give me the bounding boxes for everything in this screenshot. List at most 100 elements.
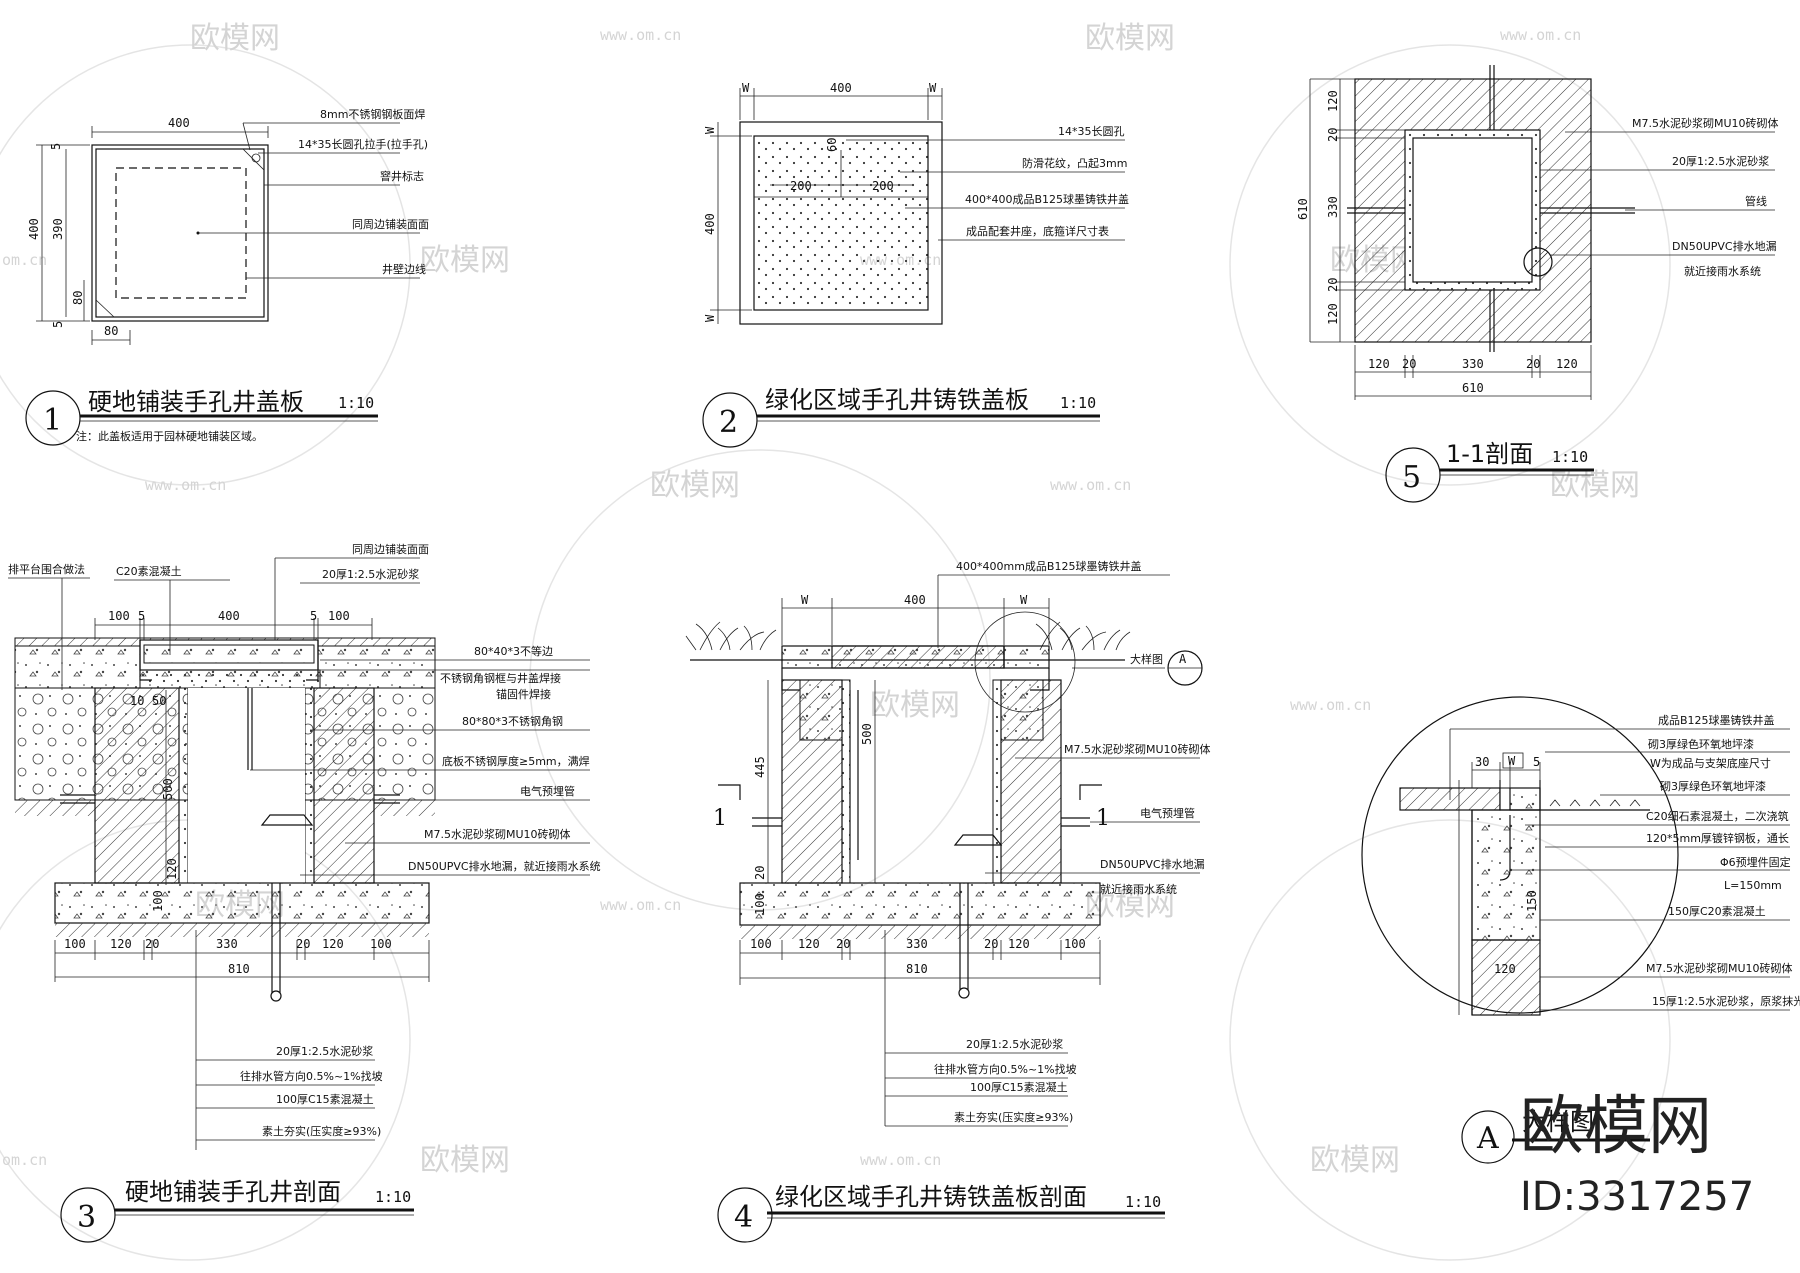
d3-bottom-label-3: 素土夯实(压实度≥93%) [262, 1124, 381, 1138]
d3-bottom-label-2: 100厚C15素混凝土 [276, 1092, 374, 1106]
d5-label-1: 20厚1:2.5水泥砂浆 [1672, 154, 1769, 168]
d3-left-dim-1: 50 [152, 694, 166, 708]
d4-left-dim-0: 445 [753, 756, 767, 778]
d4-left-dim-3: 100 [753, 893, 767, 915]
d3-bottom-dim-3: 330 [216, 937, 238, 951]
watermark-7: 欧模网 [870, 688, 960, 723]
d4-section-mark-left: 1 [713, 806, 727, 831]
watermark-5: 欧模网 [650, 468, 740, 503]
d2-dim-w-bottom: W [703, 314, 717, 322]
d4-side-label-3: DN50UPVC排水地漏 [1100, 857, 1205, 871]
watermark-url-5: www.om.cn [145, 476, 226, 494]
d5-number: 5 [1402, 460, 1421, 495]
d4-bottom-dim-5: 120 [1008, 937, 1030, 951]
d3-side-label-5: 电气预埋管 [520, 784, 575, 798]
d4-scale: 1:10 [1125, 1193, 1161, 1211]
d5-vdim-2: 330 [1326, 196, 1340, 218]
d4-bottom-label-2: 100厚C15素混凝土 [970, 1080, 1068, 1094]
d1-label-1: 14*35长圆孔拉手(拉手孔) [298, 137, 428, 151]
brand-name: 欧模网 [1520, 1090, 1712, 1164]
watermark-url-1: www.om.cn [600, 26, 681, 44]
d2-scale: 1:10 [1060, 394, 1096, 412]
d1-label-4: 井壁边线 [382, 262, 426, 276]
dA-label-8: 150厚C20素混凝土 [1668, 904, 1766, 918]
dA-label-1: 砌3厚绿色环氧地坪漆 [1648, 737, 1754, 751]
detail-4-green-section: A 大样图 1 1 400*400mm成品B125球墨铸铁井盖 W 400 W … [685, 559, 1211, 1243]
d5-hdim-4: 120 [1556, 357, 1578, 371]
d4-side-label-1: M7.5水泥砂浆砌MU10砖砌体 [1064, 742, 1211, 756]
d4-top-dim-0: W [801, 593, 809, 607]
grass-left [685, 621, 777, 651]
d5-label-4: 就近接雨水系统 [1684, 264, 1761, 278]
d4-top-dim-1: 400 [904, 593, 926, 607]
d2-label-0: 14*35长圆孔 [1058, 125, 1125, 138]
d3-side-label-0: 80*40*3不等边 [474, 644, 553, 658]
d3-left-dim-3: 100 [151, 890, 165, 912]
watermark-6: 欧模网 [1550, 468, 1640, 503]
d1-dim-top: 400 [168, 116, 190, 130]
brand-id: ID:3317257 [1520, 1174, 1754, 1220]
d1-dim-h2: 390 [51, 218, 65, 240]
detail-3-hard-section: 排平台围合做法 C20素混凝土 同周边铺装面面 20厚1:2.5水泥砂浆 100… [8, 543, 601, 1243]
dA-label-7: L=150mm [1724, 879, 1782, 892]
d1-dim-v80: 80 [71, 291, 85, 305]
d4-section-mark-right: 1 [1096, 806, 1110, 831]
d3-bottom-label-1: 往排水管方向0.5%~1%找坡 [240, 1069, 383, 1083]
d2-number: 2 [719, 405, 738, 440]
d5-vdim-3: 20 [1326, 278, 1340, 292]
d3-left-dim-4: 120 [165, 858, 179, 880]
d1-number: 1 [43, 403, 62, 438]
d4-number: 4 [734, 1200, 753, 1235]
d3-side-label-6: M7.5水泥砂浆砌MU10砖砌体 [424, 827, 571, 841]
d2-dim-a: 200 [790, 179, 812, 193]
d4-bottom-dim-0: 100 [750, 937, 772, 951]
d3-bottom-dim-2: 20 [145, 937, 159, 951]
d5-hdim-1: 20 [1402, 357, 1416, 371]
d5-vtotal: 610 [1296, 198, 1310, 220]
d3-side-label-3: 80*80*3不锈钢角钢 [462, 715, 563, 728]
d4-bottom-label-0: 20厚1:2.5水泥砂浆 [966, 1037, 1063, 1051]
d4-top-label: 400*400mm成品B125球墨铸铁井盖 [956, 559, 1141, 573]
dA-dim-3: 150 [1525, 890, 1539, 912]
d1-label-2: 窨井标志 [380, 169, 424, 183]
d3-bottom-dim-0: 100 [64, 937, 86, 951]
d5-hdim-2: 330 [1462, 357, 1484, 371]
d3-top-label-1: C20素混凝土 [116, 564, 182, 578]
watermark-3: 欧模网 [420, 243, 510, 278]
d3-left-dim-0: 10 [130, 694, 144, 708]
d3-top-label-2: 同周边铺装面面 [352, 543, 429, 556]
d2-label-3: 成品配套井座，底箍详尺寸表 [966, 224, 1109, 238]
d1-scale: 1:10 [338, 394, 374, 412]
d5-vdim-4: 120 [1326, 303, 1340, 325]
dA-dim-2: 5 [1533, 755, 1540, 769]
d1-note: 注：此盖板适用于园林硬地铺装区域。 [76, 429, 263, 443]
d2-dim-side: 400 [703, 213, 717, 235]
d3-side-label-2: 锚固件焊接 [496, 687, 551, 701]
dA-dim-0: 30 [1475, 755, 1489, 769]
detail-2-castiron-plan: W 400 W 400 W W 200 200 60 14*35长圆孔 防滑花纹… [702, 81, 1129, 448]
d2-label-1: 防滑花纹，凸起3mm [1022, 156, 1127, 170]
d1-label-0: 8mm不锈钢钢板面焊 [320, 107, 425, 121]
d1-dim-h1: 400 [27, 218, 41, 240]
d1-dim-s2: 5 [51, 321, 65, 328]
d3-title: 硬地铺装手孔井剖面 [125, 1178, 341, 1206]
dA-label-10: 15厚1:2.5水泥砂浆，原浆抹光 [1652, 994, 1800, 1008]
watermark-2: 欧模网 [1085, 21, 1175, 56]
d4-side-label-2: 电气预埋管 [1140, 806, 1195, 820]
d3-total: 810 [228, 962, 250, 976]
d4-bottom-label-1: 往排水管方向0.5%~1%找坡 [934, 1062, 1077, 1076]
watermark-url-6: www.om.cn [1050, 476, 1131, 494]
d5-label-3: DN50UPVC排水地漏 [1672, 239, 1777, 253]
d5-scale: 1:10 [1552, 448, 1588, 466]
dA-label-5: 120*5mm厚镀锌钢板，通长 [1646, 831, 1789, 845]
d3-side-label-7: DN50UPVC排水地漏，就近接雨水系统 [408, 859, 601, 873]
d3-top-dim-2: 400 [218, 609, 240, 623]
d3-bottom-dim-4: 20 [296, 937, 310, 951]
d3-side-label-1: 不锈钢角钢框与井盖焊接 [440, 671, 561, 685]
d3-bottom-dim-5: 120 [322, 937, 344, 951]
dA-title: 大样图 [1522, 1108, 1594, 1136]
d4-detail-ref: A [1179, 652, 1187, 666]
d3-bottom-dim-1: 120 [110, 937, 132, 951]
d1-dim-s1: 5 [49, 143, 63, 150]
